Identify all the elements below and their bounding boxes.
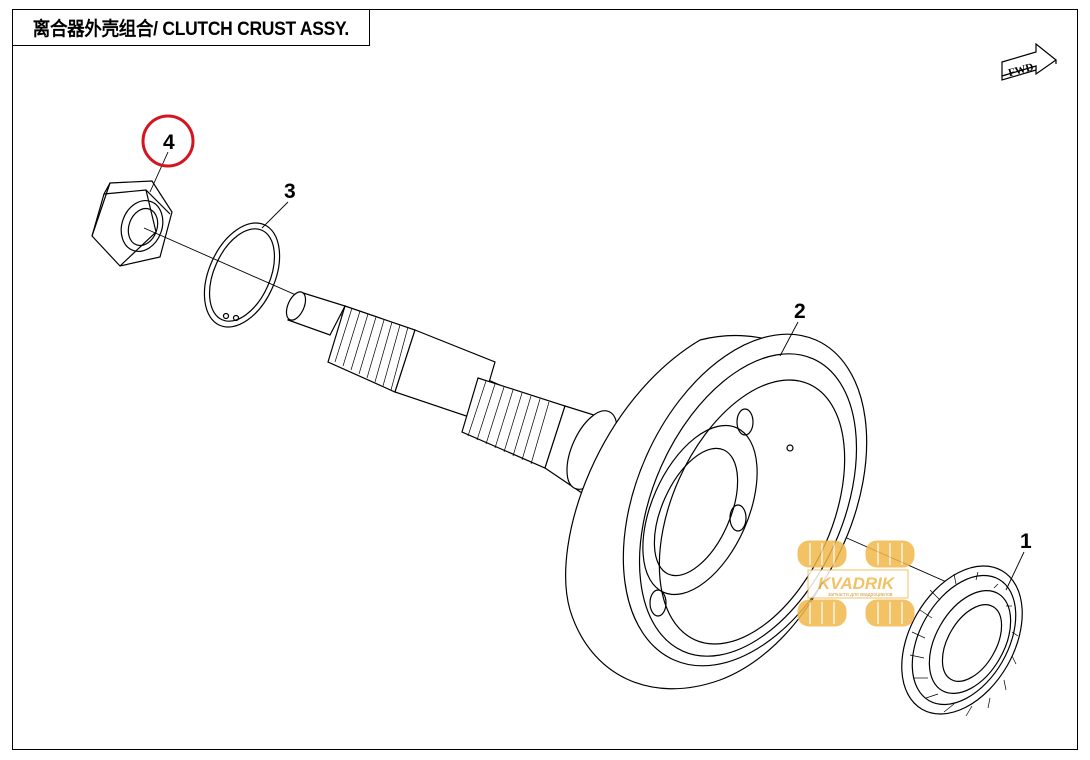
watermark-tagline: запчасти для квадроциклов (828, 592, 893, 598)
callout-1: 1 (1020, 530, 1032, 553)
callout-4: 4 (163, 131, 175, 154)
part-4-hex-nut (91, 180, 173, 267)
leader-lines (149, 151, 1025, 591)
callout-4-highlight-circle (141, 114, 195, 168)
kvadrik-watermark-logo: KVADRIK запчасти для квадроциклов (797, 540, 915, 627)
title-block: 离合器外壳组合/ CLUTCH CRUST ASSY. (12, 9, 370, 46)
callout-2: 2 (794, 300, 806, 323)
part-3-snap-ring (203, 222, 281, 328)
part-2-clutch-housing (285, 291, 868, 690)
page-title: 离合器外壳组合/ CLUTCH CRUST ASSY. (32, 18, 349, 40)
watermark-brand: KVADRIK (818, 574, 896, 593)
callout-3: 3 (284, 180, 296, 203)
part-1-one-way-clutch (901, 565, 1023, 717)
drawing-frame (12, 9, 1078, 750)
fwd-arrow-icon: FWD (1001, 42, 1058, 81)
